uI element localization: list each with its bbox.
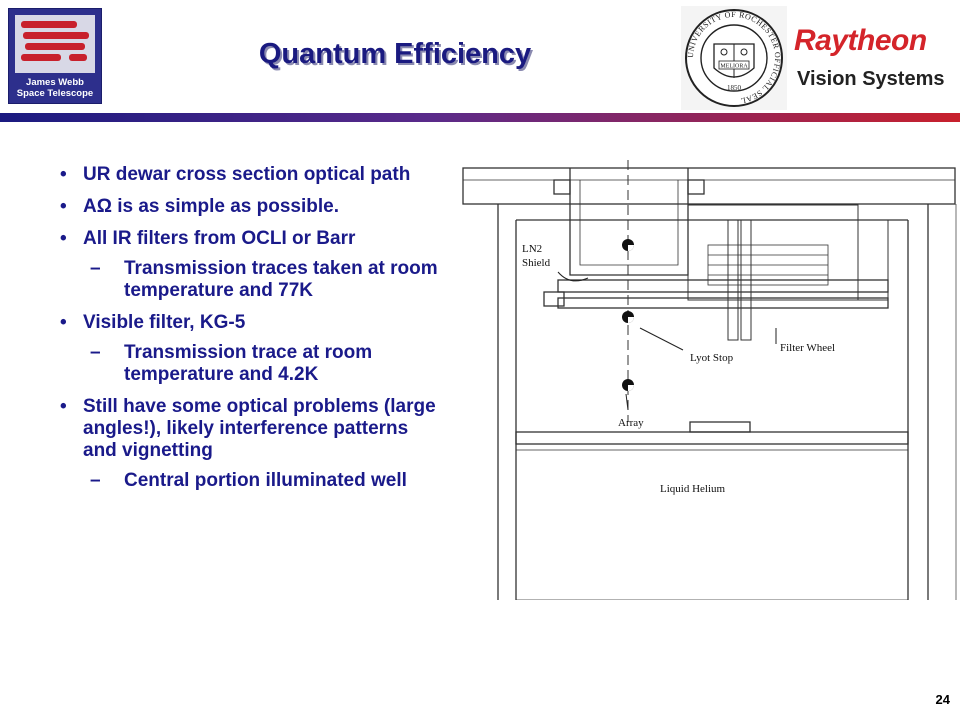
sub-bullet-item: –Central portion illuminated well: [90, 470, 407, 491]
jwst-logo: James Webb Space Telescope: [8, 8, 102, 104]
bullet-item: Visible filter, KG-5: [60, 312, 440, 334]
sub-bullet-text: Transmission trace at room temperature a…: [124, 342, 373, 385]
sub-bullet-item: –Transmission traces taken at room tempe…: [90, 258, 438, 301]
sub-bullet-text: Transmission traces taken at room temper…: [124, 258, 438, 301]
header-divider: [0, 113, 960, 122]
diagram-label-ln2: LN2: [522, 243, 542, 255]
university-seal: UNIVERSITY OF ROCHESTER OFFICIAL SEAL ME…: [681, 6, 787, 110]
bullet-text: Visible filter, KG-5: [83, 312, 246, 333]
bullet-item: AΩ is as simple as possible.: [60, 196, 440, 218]
jwst-logo-line-1: James Webb: [26, 77, 84, 88]
bullet-item: All IR filters from OCLI or Barr: [60, 228, 440, 250]
diagram-label-shield: Shield: [522, 257, 551, 269]
page-title: Quantum Efficiency: [258, 38, 532, 70]
bullet-text: All IR filters from OCLI or Barr: [83, 228, 356, 249]
bullet-item: Still have some optical problems (large …: [60, 396, 440, 462]
bullet-list: UR dewar cross section optical path AΩ i…: [60, 164, 440, 502]
bullet-item: UR dewar cross section optical path: [60, 164, 440, 186]
bullet-text: UR dewar cross section optical path: [83, 164, 411, 185]
vision-systems-label: Vision Systems: [797, 68, 945, 90]
jwst-logo-line-2: Space Telescope: [16, 88, 94, 99]
raytheon-logo: Raytheon: [794, 24, 927, 57]
sub-bullet-text: Central portion illuminated well: [124, 470, 407, 491]
diagram-label-lyot-stop: Lyot Stop: [690, 352, 734, 364]
seal-motto: MELIORA: [720, 64, 748, 70]
dewar-cross-section-diagram: LN2 Shield Lyot Stop Filter Wheel Array …: [458, 160, 960, 600]
bullet-text: Still have some optical problems (large …: [83, 396, 436, 461]
page-number: 24: [935, 692, 950, 707]
diagram-label-array: Array: [618, 417, 644, 429]
jwst-logo-emblem: [15, 15, 95, 73]
bullet-text: AΩ is as simple as possible.: [83, 196, 340, 217]
seal-year: 1850: [727, 84, 742, 92]
diagram-label-liquid-helium: Liquid Helium: [660, 483, 726, 495]
sub-bullet-item: –Transmission trace at room temperature …: [90, 342, 373, 385]
diagram-label-filter-wheel: Filter Wheel: [780, 342, 835, 354]
